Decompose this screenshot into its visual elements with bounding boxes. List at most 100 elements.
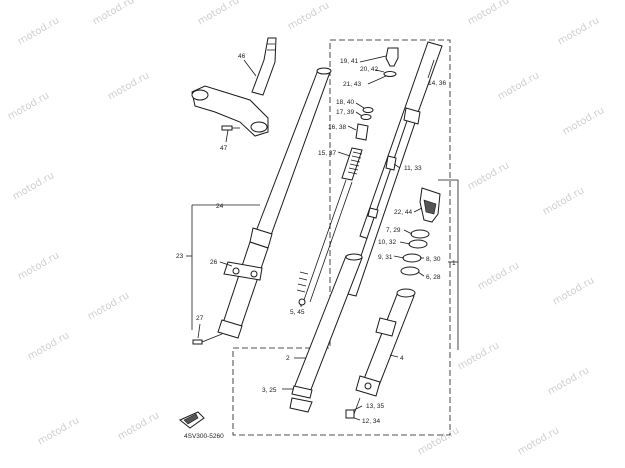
- watermark: motod.ru: [36, 415, 81, 447]
- label-12-34: 12, 34: [362, 418, 380, 425]
- watermark: motod.ru: [11, 170, 56, 202]
- assembly-boundary: [232, 39, 451, 436]
- watermark: motod.ru: [456, 340, 501, 372]
- drain-bolt: [192, 339, 203, 345]
- damper-bolt: [345, 409, 355, 419]
- label-13-35: 13, 35: [366, 403, 384, 410]
- label-11-33: 11, 33: [404, 165, 422, 172]
- bottom-bushing: [289, 397, 313, 413]
- watermark: motod.ru: [16, 250, 61, 282]
- spring-seat: [298, 298, 306, 306]
- spring-rod: [303, 179, 347, 301]
- axle-bracket-left: [217, 319, 243, 339]
- washer: [402, 253, 422, 263]
- cap-bolt-group: [355, 47, 399, 141]
- mount-hole: [250, 270, 258, 278]
- outer-tube-cap: [316, 67, 332, 75]
- watermark: motod.ru: [416, 425, 461, 457]
- o-ring: [383, 71, 397, 77]
- rod-piston: [385, 155, 397, 171]
- watermark: motod.ru: [546, 365, 591, 397]
- label-7-29: 7, 29: [386, 227, 401, 234]
- watermark: motod.ru: [106, 70, 151, 102]
- outer-tube-right: [345, 288, 416, 419]
- watermark: motod.ru: [116, 410, 161, 442]
- watermark: motod.ru: [16, 15, 61, 47]
- damper-rod-head: [403, 107, 421, 125]
- label-1: 1: [452, 260, 456, 267]
- slide-metal: [400, 266, 420, 276]
- mount-hole: [232, 267, 240, 275]
- inner-tube-top: [345, 253, 363, 261]
- watermark: motod.ru: [551, 275, 596, 307]
- watermark: motod.ru: [561, 105, 606, 137]
- label-4: 4: [400, 355, 404, 362]
- figure-code: 4SV300-5260: [184, 433, 224, 440]
- bracket-clamp-left: [191, 89, 209, 101]
- collar: [355, 123, 369, 141]
- oil-seal: [408, 239, 428, 249]
- label-23: 23: [176, 253, 184, 260]
- bracket-bolt: [221, 125, 233, 131]
- label-26: 26: [210, 259, 218, 266]
- slide-bushing: [291, 385, 313, 399]
- label-16-38: 16, 38: [328, 124, 346, 131]
- under-bracket: [191, 85, 269, 137]
- fork-spring: [296, 147, 363, 306]
- caliper-mount-right: [375, 317, 397, 337]
- watermark: motod.ru: [541, 185, 586, 217]
- spacer-washer: [362, 107, 374, 113]
- watermark: motod.ru: [91, 0, 136, 28]
- spring-top: [341, 147, 363, 181]
- retaining-clip: [410, 229, 430, 239]
- label-3-25: 3, 25: [262, 387, 277, 394]
- outer-tube-right-body: [361, 291, 415, 389]
- outer-tube-left: [192, 67, 332, 345]
- watermark: motod.ru: [6, 90, 51, 122]
- outer-tube-right-top: [396, 288, 416, 298]
- label-20-42: 20, 42: [360, 66, 378, 73]
- steering-stem-assembly: [191, 37, 277, 137]
- axle-hole: [364, 382, 372, 390]
- label-18-40: 18, 40: [336, 99, 354, 106]
- label-27: 27: [196, 315, 204, 322]
- label-2: 2: [286, 355, 290, 362]
- steering-stem-shaft: [251, 37, 277, 96]
- rod-ring: [367, 207, 379, 219]
- label-8-30: 8, 30: [426, 256, 441, 263]
- label-19-41: 19, 41: [340, 58, 358, 65]
- label-46: 46: [238, 53, 246, 60]
- label-17-39: 17, 39: [336, 109, 354, 116]
- watermark: motod.ru: [476, 260, 521, 292]
- label-22-44: 22, 44: [394, 209, 412, 216]
- spacer-washer: [360, 114, 372, 120]
- part-labels: 46 47 24 23 26 27 19, 41 20, 42 21, 43 1…: [176, 53, 456, 440]
- label-24: 24: [216, 203, 224, 210]
- inner-tube-right: [347, 41, 443, 297]
- bracket-clamp-right: [250, 121, 268, 133]
- inner-tube-body: [293, 255, 363, 393]
- seal-group: [400, 187, 441, 276]
- label-6-28: 6, 28: [426, 274, 441, 281]
- inner-tube-center: [289, 253, 363, 413]
- label-10-32: 10, 32: [378, 239, 396, 246]
- label-9-31: 9, 31: [378, 254, 393, 261]
- label-5-45: 5, 45: [290, 309, 305, 316]
- leader-lines: [186, 55, 459, 421]
- cap-bolt: [385, 47, 399, 67]
- label-15-37: 15, 37: [318, 150, 336, 157]
- spring-bottom-coil: [296, 271, 309, 293]
- watermark: motod.ru: [86, 290, 131, 322]
- watermark: motod.ru: [26, 330, 71, 362]
- watermark: motod.ru: [196, 0, 241, 28]
- label-14-36: 14, 36: [428, 80, 446, 87]
- watermark: motod.ru: [466, 0, 511, 28]
- label-21-43: 21, 43: [343, 81, 361, 88]
- watermark: motod.ru: [286, 0, 331, 32]
- label-47: 47: [220, 145, 228, 152]
- watermark: motod.ru: [466, 160, 511, 192]
- watermark: motod.ru: [496, 70, 541, 102]
- watermark: motod.ru: [516, 425, 561, 457]
- watermark: motod.ru: [556, 15, 601, 47]
